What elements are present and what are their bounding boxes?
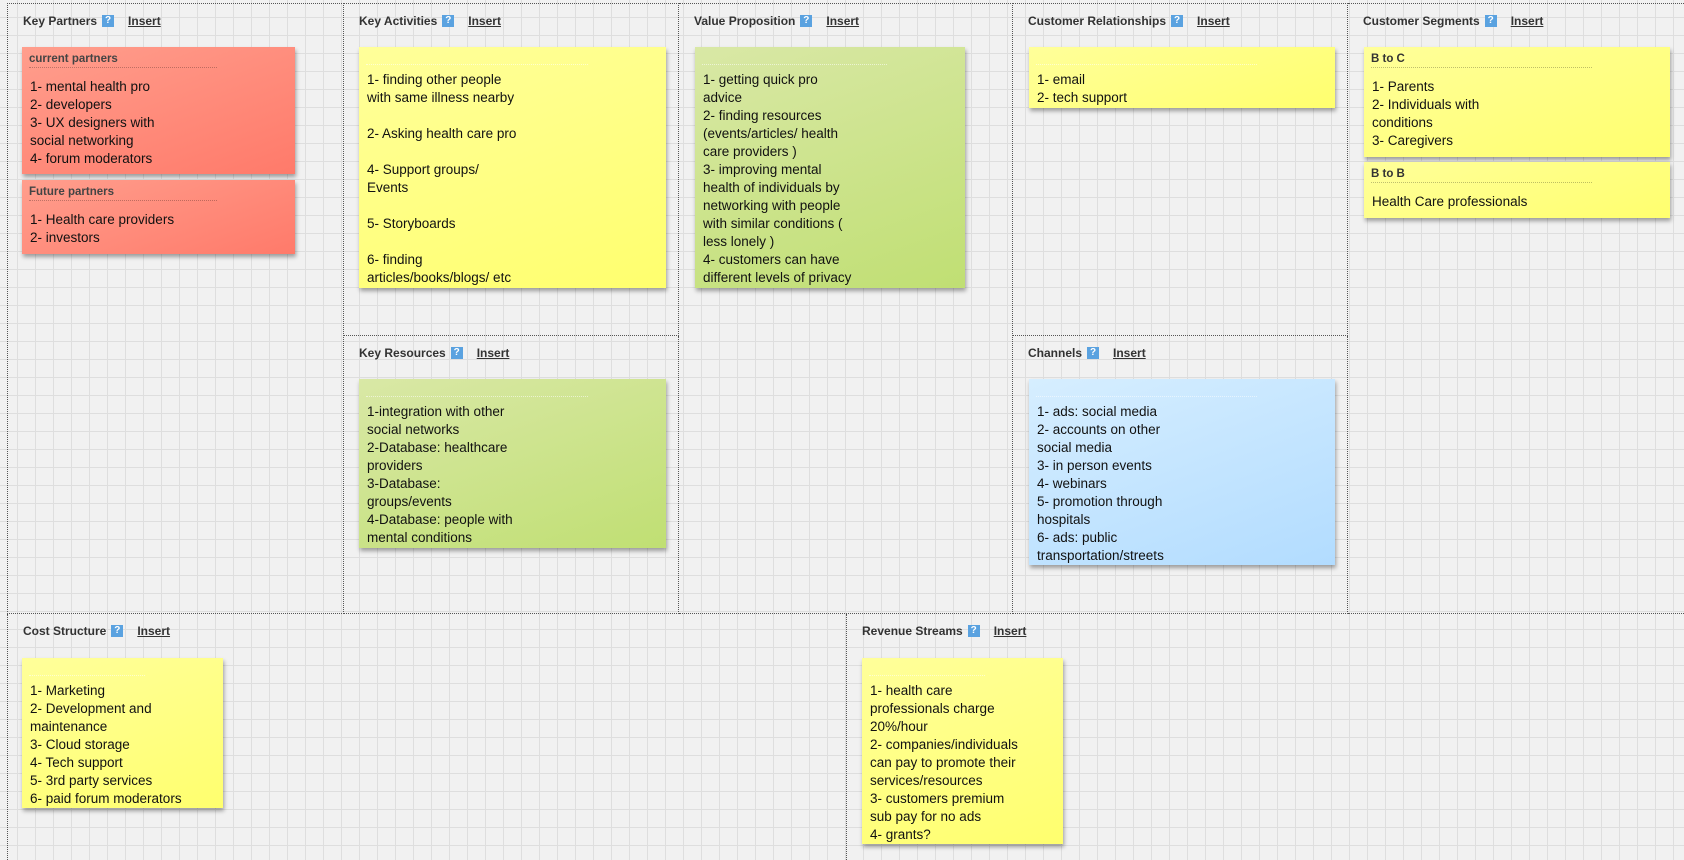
sticky-note-future-partners[interactable]: Future partners 1- Health care providers… [22,180,295,254]
help-icon[interactable]: ? [800,15,813,27]
section-customer-relationships: Customer Relationships ? Insert [1013,3,1348,336]
sticky-note-customer-relationships[interactable]: 1- email 2- tech support [1029,47,1335,108]
section-title: Value Proposition [694,14,796,28]
insert-link[interactable]: Insert [476,346,510,360]
section-title: Customer Relationships [1028,14,1167,28]
section-title: Revenue Streams [862,624,963,638]
insert-link[interactable]: Insert [137,624,171,638]
section-title: Key Activities [359,14,438,28]
section-value-proposition: Value Proposition ? Insert [679,3,1013,614]
section-revenue-streams: Revenue Streams ? Insert [847,614,1684,860]
section-title: Customer Segments [1363,14,1480,28]
note-text: 1- Health care providers 2- investors [30,212,175,245]
section-header: Value Proposition ? Insert [694,14,859,28]
sticky-note-current-partners[interactable]: current partners 1- mental health pro 2-… [22,47,295,174]
insert-link[interactable]: Insert [1510,14,1544,28]
note-title [1036,53,1257,65]
section-header: Key Activities ? Insert [359,14,501,28]
section-header: Cost Structure ? Insert [23,624,170,638]
note-title [29,664,145,676]
section-title: Cost Structure [23,624,107,638]
help-icon[interactable]: ? [450,347,463,359]
note-text: 1- Marketing 2- Development and maintena… [30,683,182,806]
insert-link[interactable]: Insert [826,14,860,28]
section-title: Key Resources [359,346,446,360]
note-title: current partners [29,53,217,68]
note-text: 1- mental health pro 2- developers 3- UX… [30,79,155,166]
sticky-note-channels[interactable]: 1- ads: social media 2- accounts on othe… [1029,379,1335,565]
note-text: Health Care professionals [1372,194,1528,209]
sticky-note-b-to-b[interactable]: B to B Health Care professionals [1364,162,1670,218]
note-text: 1-integration with other social networks… [367,404,513,545]
sticky-note-value-proposition[interactable]: 1- getting quick pro advice 2- finding r… [695,47,965,288]
insert-link[interactable]: Insert [128,14,161,28]
insert-link[interactable]: Insert [993,624,1027,638]
help-icon[interactable]: ? [1171,15,1184,27]
section-channels: Channels ? Insert [1013,336,1348,614]
help-icon[interactable]: ? [102,15,115,27]
note-text: 1- email 2- tech support [1037,72,1128,105]
help-icon[interactable]: ? [442,15,455,27]
note-title [366,385,588,397]
section-header: Customer Segments ? Insert [1363,14,1543,28]
section-header: Revenue Streams ? Insert [862,624,1026,638]
sticky-note-key-activities[interactable]: 1- finding other people with same illnes… [359,47,666,288]
help-icon[interactable]: ? [111,625,124,637]
section-header: Key Partners ? Insert [23,14,161,28]
section-key-resources: Key Resources ? Insert [344,336,679,614]
sticky-note-cost-structure[interactable]: 1- Marketing 2- Development and maintena… [22,658,223,808]
help-icon[interactable]: ? [967,625,980,637]
note-text: 1- finding other people with same illnes… [367,72,517,285]
section-title: Channels [1028,346,1083,360]
insert-link[interactable]: Insert [1113,346,1146,360]
sticky-note-b-to-c[interactable]: B to C 1- Parents 2- Individuals with co… [1364,47,1670,157]
section-key-partners: Key Partners ? Insert [7,3,344,614]
insert-link[interactable]: Insert [1197,14,1230,28]
note-title [1036,385,1257,397]
insert-link[interactable]: Insert [468,14,501,28]
section-title: Key Partners [23,14,98,28]
note-text: 1- health care professionals charge 20%/… [870,683,1018,842]
note-title: B to C [1371,53,1592,68]
note-title [366,53,588,65]
section-customer-segments: Customer Segments ? Insert [1348,3,1684,614]
note-title: B to B [1371,168,1592,183]
sticky-note-revenue-streams[interactable]: 1- health care professionals charge 20%/… [862,658,1063,844]
help-icon[interactable]: ? [1087,347,1100,359]
note-title [702,53,887,65]
section-header: Channels ? Insert [1028,346,1146,360]
section-cost-structure: Cost Structure ? Insert [7,614,847,860]
section-key-activities: Key Activities ? Insert [344,3,679,336]
note-text: 1- Parents 2- Individuals with condition… [1372,79,1480,148]
section-header: Customer Relationships ? Insert [1028,14,1230,28]
help-icon[interactable]: ? [1484,15,1497,27]
note-title [869,664,985,676]
section-header: Key Resources ? Insert [359,346,509,360]
note-title: Future partners [29,186,217,201]
sticky-note-key-resources[interactable]: 1-integration with other social networks… [359,379,666,548]
note-text: 1- ads: social media 2- accounts on othe… [1037,404,1164,563]
note-text: 1- getting quick pro advice 2- finding r… [703,72,852,285]
